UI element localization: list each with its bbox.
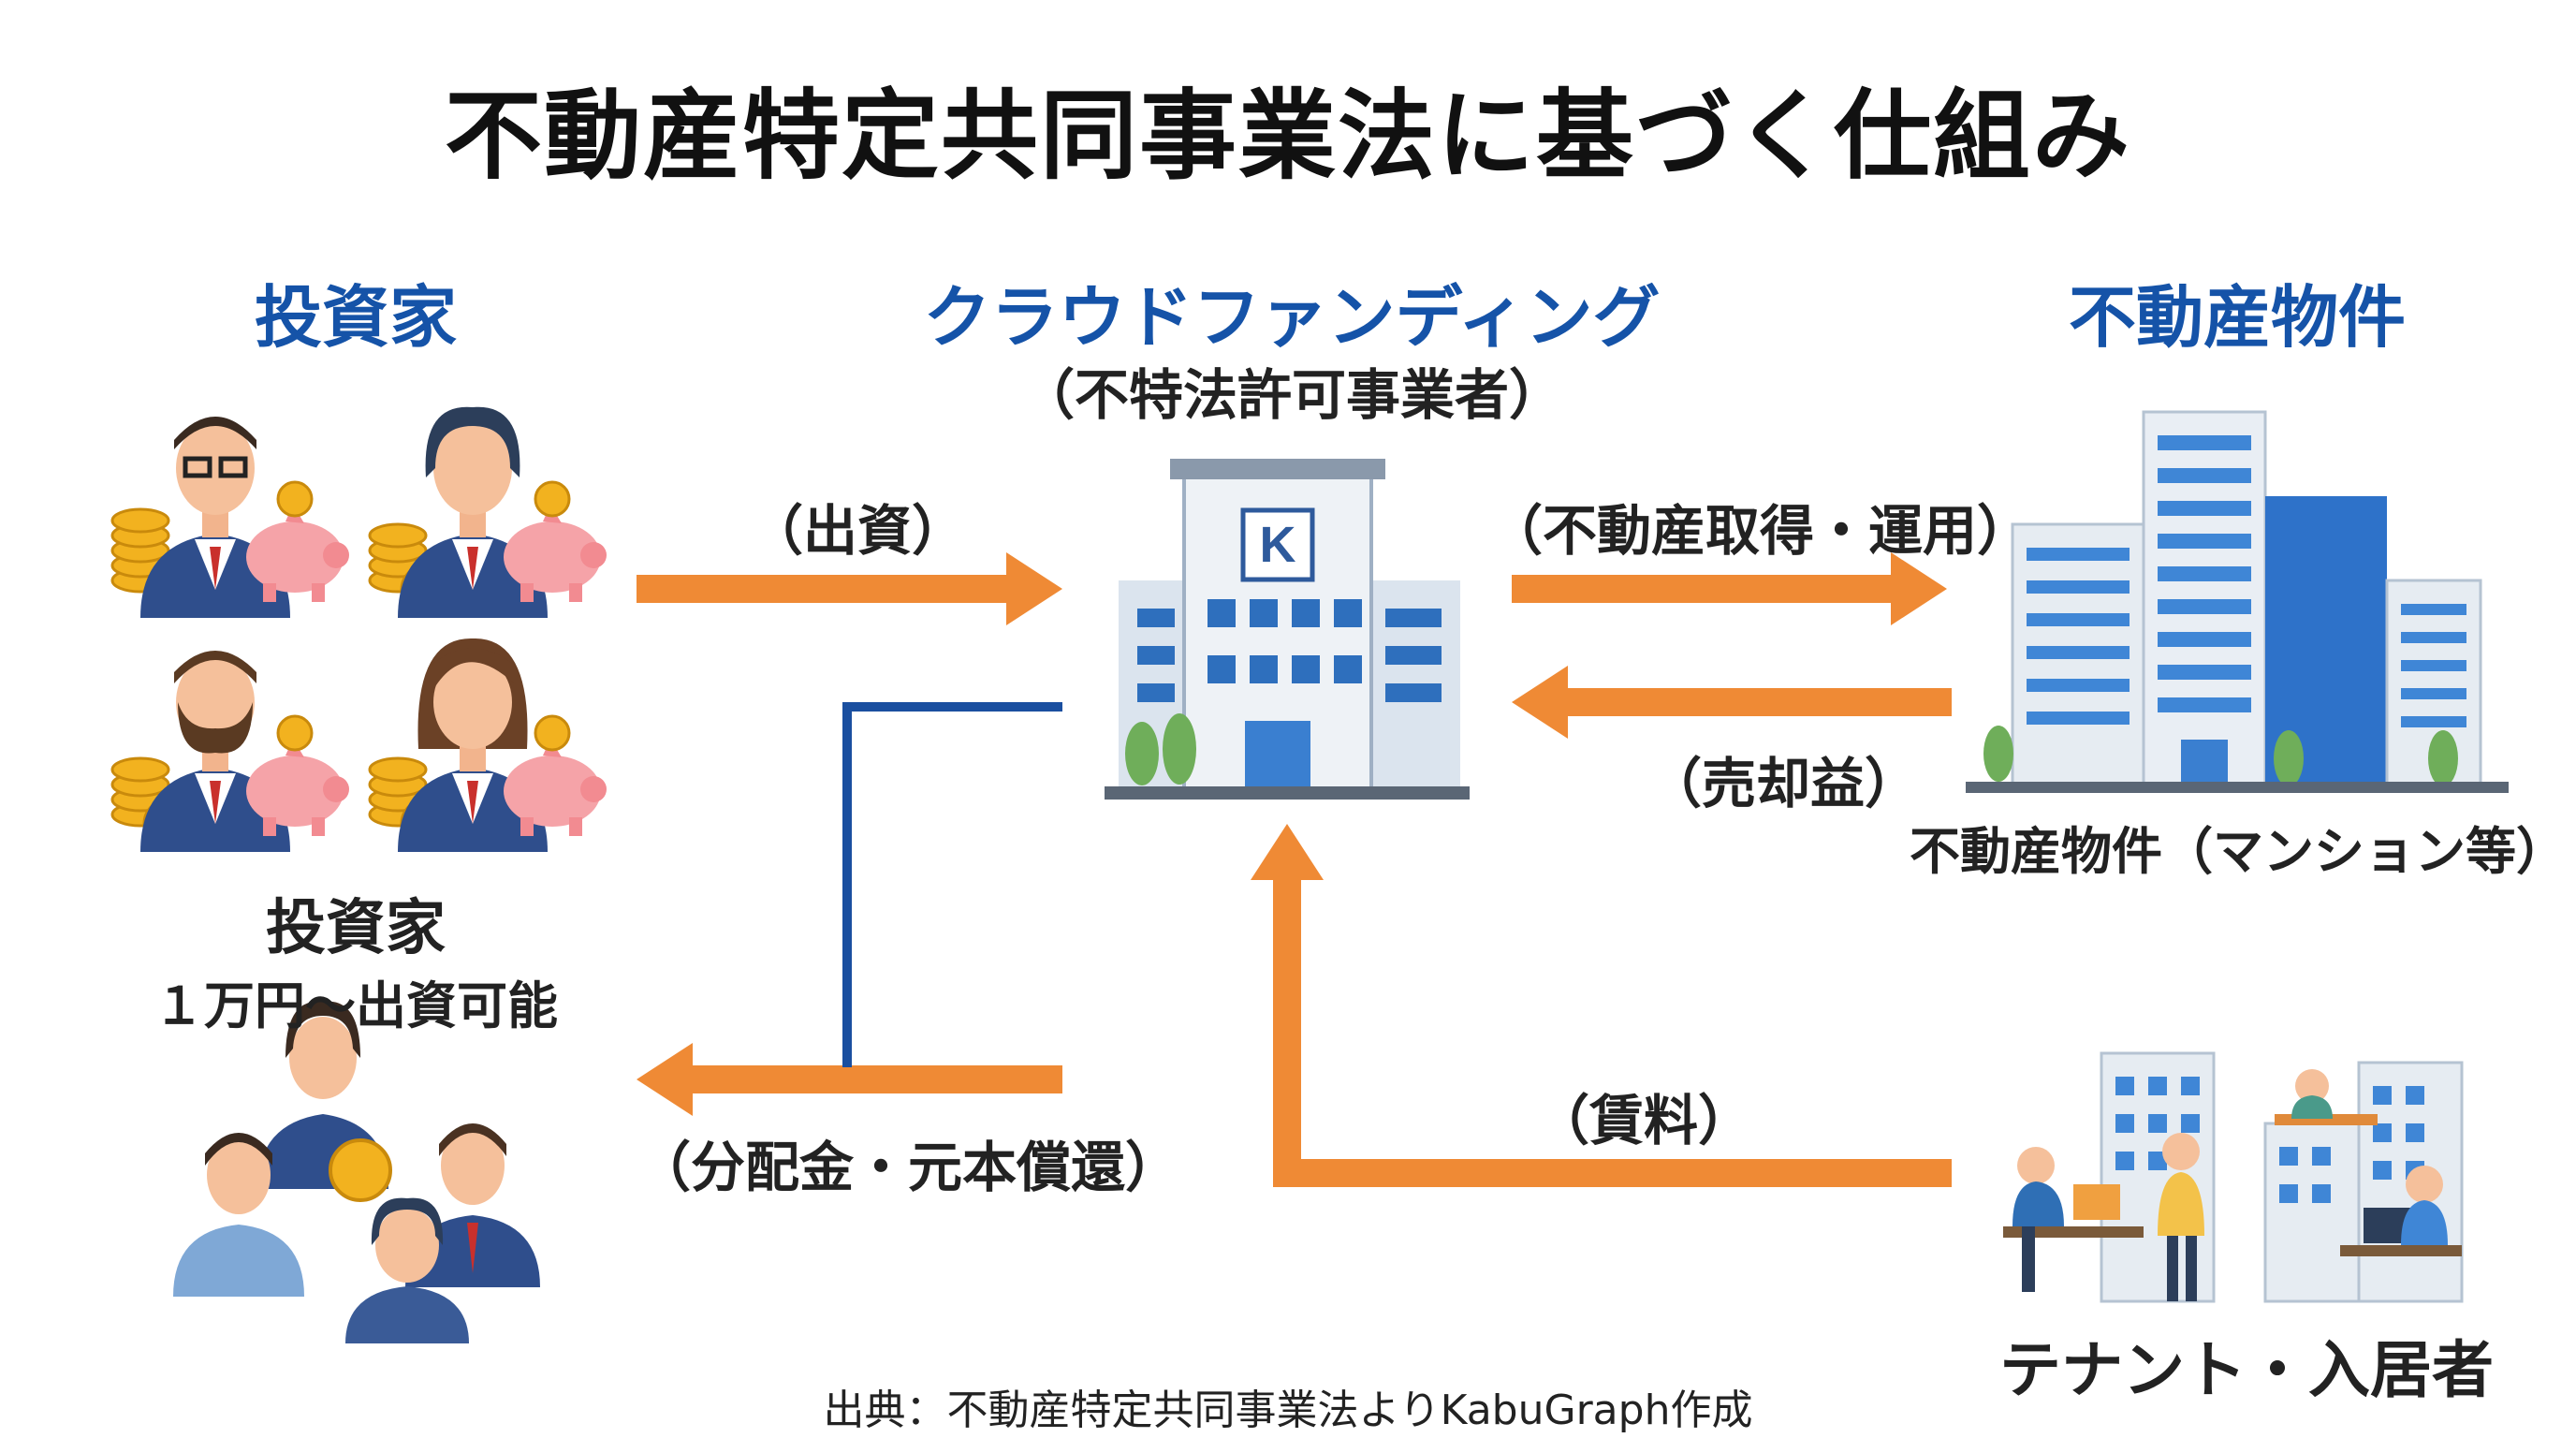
sale-profit-arrow xyxy=(1512,666,1952,739)
investor-woman-long-hair-icon xyxy=(368,638,608,852)
rent-label: （賃料） xyxy=(1535,1089,1753,1152)
tenant-caption: テナント・入居者 xyxy=(1999,1334,2494,1406)
property-caption: 不動産物件（マンション等） xyxy=(1910,822,2567,881)
investor-group-icon xyxy=(173,1001,540,1343)
distribution-connector-line xyxy=(842,702,1062,1067)
source-note: 出典：不動産特定共同事業法よりKabuGraph作成 xyxy=(823,1387,1753,1434)
real-estate-buildings-icon xyxy=(1966,410,2509,793)
sale-profit-label: （売却益） xyxy=(1647,752,1920,815)
investor-caption: 投資家 xyxy=(266,894,446,963)
crowdfunding-office-building-icon: K xyxy=(1105,459,1470,800)
property-heading: 不動産物件 xyxy=(2068,278,2406,357)
tenants-office-scene-icon xyxy=(2003,1051,2464,1303)
investment-arrow xyxy=(637,552,1062,625)
rent-arrow xyxy=(1251,824,1952,1187)
svg-text:K: K xyxy=(1260,517,1296,573)
crowdfunding-subheading: （不特法許可事業者） xyxy=(1019,363,1563,427)
investment-label: （出資） xyxy=(749,499,967,563)
page-title: 不動産特定共同事業法に基づく仕組み xyxy=(444,79,2131,193)
distribution-arrow xyxy=(637,1043,1062,1116)
distribution-label: （分配金・元本償還） xyxy=(637,1136,1180,1199)
crowdfunding-heading: クラウドファンディング xyxy=(923,278,1661,357)
acquisition-label: （不動産取得・運用） xyxy=(1488,499,2032,563)
investor-heading: 投資家 xyxy=(254,278,457,357)
investor-man-glasses-icon xyxy=(110,417,351,618)
investor-man-beard-icon xyxy=(110,651,351,852)
acquisition-arrow xyxy=(1512,552,1947,625)
investor-min-amount: １万円～出資可能 xyxy=(154,976,558,1035)
investor-woman-icon xyxy=(368,406,608,618)
